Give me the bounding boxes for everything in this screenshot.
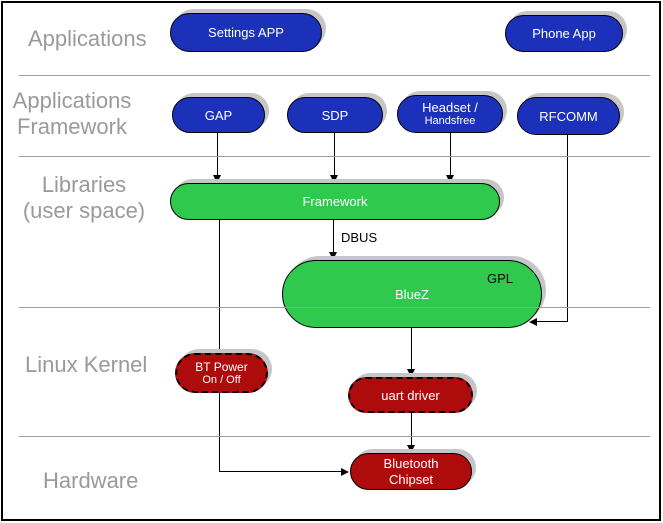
layer-label-libraries-line1: Libraries — [41, 172, 127, 197]
node-bluez-label: BlueZ — [395, 286, 429, 302]
layer-label-linux-kernel: Linux Kernel — [25, 352, 148, 377]
dbus-label: DBUS — [341, 230, 378, 245]
layer-label-applications-framework-line1: Applications — [12, 88, 132, 113]
arrowhead-sdp-framework — [330, 175, 338, 183]
node-bluetooth-chipset-line2: Chipset — [388, 471, 434, 487]
node-uart-driver-label: uart driver — [381, 387, 440, 403]
arrowhead-rfcomm-bluez — [529, 318, 537, 326]
node-settings-app: Settings APP — [170, 13, 322, 52]
node-headset-line2: Handsfree — [424, 115, 476, 127]
node-bt-power: BT Power On / Off — [175, 353, 268, 393]
node-settings-app-label: Settings APP — [208, 25, 284, 40]
node-bt-power-line1: BT Power — [195, 359, 248, 374]
connector-framework-chipset-vertical — [219, 220, 220, 472]
node-rfcomm: RFCOMM — [517, 97, 620, 135]
connector-uart-chipset — [411, 413, 412, 446]
node-gap: GAP — [172, 97, 265, 133]
node-bluetooth-chipset-line1: Bluetooth — [383, 455, 439, 471]
node-phone-app-label: Phone App — [532, 26, 596, 41]
arrowhead-bluez-uart — [407, 369, 415, 377]
arrowhead-framework-chipset — [341, 468, 349, 476]
arrowhead-dbus-bluez — [329, 252, 337, 260]
node-bt-power-line2: On / Off — [202, 373, 241, 386]
node-bluetooth-chipset: Bluetooth Chipset — [350, 453, 472, 490]
connector-dbus — [333, 220, 334, 253]
connector-rfcomm-vertical — [567, 135, 568, 322]
separator-linux-kernel — [19, 436, 650, 437]
layer-label-libraries: Libraries (user space) — [8, 172, 160, 224]
arrowhead-headset-framework — [446, 175, 454, 183]
node-framework: Framework — [170, 183, 500, 220]
connector-gap-framework — [217, 133, 218, 177]
layer-label-applications-framework: Applications Framework — [8, 88, 136, 140]
connector-framework-chipset-horizontal — [219, 471, 341, 472]
node-rfcomm-label: RFCOMM — [539, 108, 598, 124]
node-headset-line1: Headset / — [422, 100, 478, 115]
layer-label-applications-framework-line2: Framework — [16, 114, 127, 139]
node-bluez: GPL BlueZ — [282, 260, 542, 328]
node-uart-driver: uart driver — [348, 377, 473, 413]
node-phone-app: Phone App — [505, 15, 623, 52]
node-sdp: SDP — [287, 97, 383, 133]
separator-libraries — [19, 307, 650, 308]
node-gap-label: GAP — [204, 107, 233, 123]
connector-rfcomm-horizontal — [537, 321, 568, 322]
connector-sdp-framework — [334, 133, 335, 177]
separator-app-framework — [19, 156, 650, 157]
separator-applications — [19, 75, 650, 76]
layer-label-applications: Applications — [28, 26, 147, 51]
connector-bluez-uart — [411, 328, 412, 370]
node-sdp-label: SDP — [321, 107, 349, 123]
node-framework-label: Framework — [302, 194, 368, 209]
connector-headset-framework — [450, 133, 451, 177]
node-headset-handsfree: Headset / Handsfree — [397, 95, 503, 133]
bluez-gpl-tag: GPL — [486, 271, 513, 286]
layer-label-hardware: Hardware — [43, 468, 139, 493]
arrowhead-gap-framework — [213, 175, 221, 183]
layer-label-libraries-line2: (user space) — [22, 198, 146, 223]
arrowhead-uart-chipset — [407, 445, 415, 453]
